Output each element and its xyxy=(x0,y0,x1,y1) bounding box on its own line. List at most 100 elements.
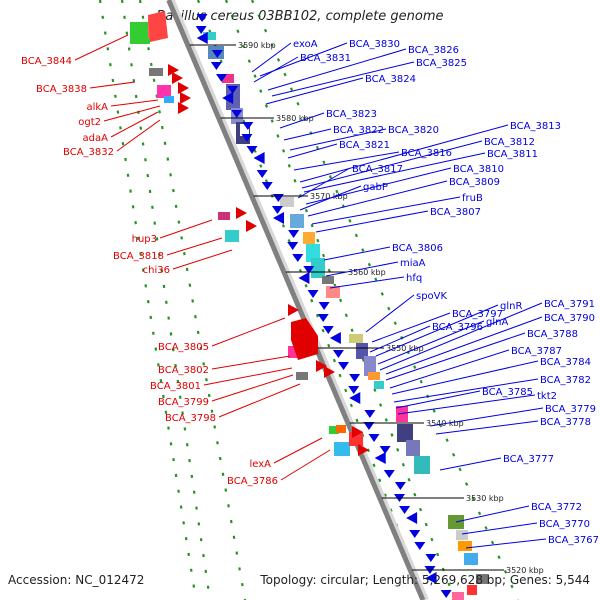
right-leader-10 xyxy=(293,151,400,171)
right-leader-27 xyxy=(377,320,485,365)
forward-gene-arrow-10 xyxy=(352,426,363,438)
right-leader-14 xyxy=(297,167,351,199)
tick-2: 3570 kbp xyxy=(253,192,348,201)
left-leader-13 xyxy=(218,383,301,418)
left-gene-label-7: BCA_3818 xyxy=(113,251,164,262)
forward-gene-arrow-11 xyxy=(358,444,369,456)
right-gene-label-21: miaA xyxy=(400,258,426,269)
reverse-gene-arrow-19 xyxy=(287,242,299,250)
tick-label-6: 3530 kbp xyxy=(466,494,504,503)
feature-block-42 xyxy=(452,592,464,600)
right-gene-label-2: BCA_3831 xyxy=(300,53,351,64)
left-gene-label-12: BCA_3799 xyxy=(158,397,209,408)
right-gene-label-30: BCA_3788 xyxy=(527,329,578,340)
reverse-gene-arrow-10 xyxy=(241,134,253,142)
reverse-gene-arrow-13 xyxy=(256,170,268,178)
feature-block-5 xyxy=(157,85,171,98)
right-leader-20 xyxy=(323,246,391,261)
forward-gene-arrow-1 xyxy=(172,72,183,84)
forward-gene-arrow-8 xyxy=(316,360,327,372)
reverse-gene-arrow-4 xyxy=(210,62,222,70)
reverse-gene-arrow-30 xyxy=(349,374,361,382)
left-leader-0 xyxy=(74,34,129,61)
left-leader-14 xyxy=(273,437,323,464)
feature-block-14 xyxy=(280,197,294,207)
right-leader-19 xyxy=(315,210,429,233)
feature-block-7 xyxy=(222,74,234,83)
feature-block-20 xyxy=(326,286,340,298)
right-leader-8 xyxy=(289,128,387,151)
right-leader-7 xyxy=(283,128,332,141)
reverse-gene-arrow-24 xyxy=(318,302,330,310)
feature-block-24 xyxy=(368,372,380,380)
reverse-gene-arrow-38 xyxy=(383,470,395,478)
guide-dots-3 xyxy=(196,0,427,600)
genome-title: Bacillus cereus 03BB102, complete genome xyxy=(156,9,444,24)
reverse-gene-arrow-0 xyxy=(196,14,208,22)
left-gene-label-0: BCA_3844 xyxy=(21,56,72,67)
left-gene-label-8: chi36 xyxy=(143,265,170,276)
right-gene-label-14: BCA_3817 xyxy=(352,164,403,175)
feature-block-17 xyxy=(306,244,320,262)
feature-block-19 xyxy=(322,276,334,284)
right-gene-label-23: spoVK xyxy=(416,291,448,302)
right-leader-12 xyxy=(301,140,483,189)
forward-gene-arrow-3 xyxy=(180,92,191,104)
reverse-gene-arrow-29 xyxy=(338,362,350,370)
left-gene-label-1: BCA_3838 xyxy=(36,84,87,95)
right-gene-label-28: BCA_3791 xyxy=(544,299,595,310)
left-leader-4 xyxy=(110,111,159,138)
reverse-gene-arrow-8 xyxy=(231,110,243,118)
reverse-gene-arrow-5 xyxy=(216,74,227,82)
reverse-gene-arrow-6 xyxy=(227,86,239,94)
reverse-gene-arrow-44 xyxy=(414,542,426,550)
feature-block-34 xyxy=(406,440,420,456)
tick-7: 3520 kbp xyxy=(412,566,544,575)
left-gene-label-11: BCA_3801 xyxy=(150,381,201,392)
reverse-gene-arrow-9 xyxy=(242,122,254,130)
feature-block-11 xyxy=(240,124,249,136)
left-gene-label-5: BCA_3832 xyxy=(63,147,114,158)
right-leader-25 xyxy=(369,325,431,353)
reverse-gene-arrow-18 xyxy=(288,230,300,238)
reverse-gene-arrow-27 xyxy=(329,332,341,344)
left-leader-15 xyxy=(280,449,331,481)
left-leader-12 xyxy=(211,374,294,402)
reverse-gene-arrow-33 xyxy=(364,410,376,418)
reverse-gene-arrow-3 xyxy=(211,50,223,58)
tick-label-4: 3550 kbp xyxy=(386,344,424,353)
right-leader-5 xyxy=(265,77,364,105)
right-leader-36 xyxy=(429,407,544,427)
right-gene-label-33: BCA_3782 xyxy=(540,375,591,386)
tick-label-1: 3580 kbp xyxy=(276,114,314,123)
right-gene-label-0: exoA xyxy=(293,39,318,50)
forward-gene-top xyxy=(148,11,168,42)
right-gene-label-6: BCA_3823 xyxy=(326,109,377,120)
right-leader-4 xyxy=(271,61,415,97)
right-gene-label-18: fruB xyxy=(462,193,483,204)
right-gene-label-11: BCA_3813 xyxy=(510,121,561,132)
reverse-gene-arrow-47 xyxy=(425,572,437,584)
left-gene-label-2: alkA xyxy=(86,102,108,113)
feature-block-32 xyxy=(396,406,408,422)
right-gene-label-10: BCA_3816 xyxy=(401,148,452,159)
right-gene-label-20: BCA_3806 xyxy=(392,243,443,254)
feature-block-12 xyxy=(218,212,230,220)
left-leader-5 xyxy=(116,119,161,152)
feature-block-28 xyxy=(329,426,339,434)
tick-label-0: 3590 kbp xyxy=(238,41,276,50)
tick-1: 3580 kbp xyxy=(220,114,314,123)
left-leader-9 xyxy=(211,317,286,347)
right-leader-31 xyxy=(389,349,510,389)
right-leader-21 xyxy=(325,261,399,277)
right-leader-40 xyxy=(461,522,538,535)
right-leader-22 xyxy=(329,276,405,289)
left-leader-6 xyxy=(159,219,213,239)
right-gene-label-31: BCA_3787 xyxy=(511,346,562,357)
left-leader-2 xyxy=(110,99,159,107)
right-gene-label-4: BCA_3825 xyxy=(416,58,467,69)
feature-block-39 xyxy=(464,553,478,565)
feature-block-16 xyxy=(303,232,315,244)
right-gene-label-40: BCA_3770 xyxy=(539,519,590,530)
tick-0: 3590 kbp xyxy=(189,41,276,50)
